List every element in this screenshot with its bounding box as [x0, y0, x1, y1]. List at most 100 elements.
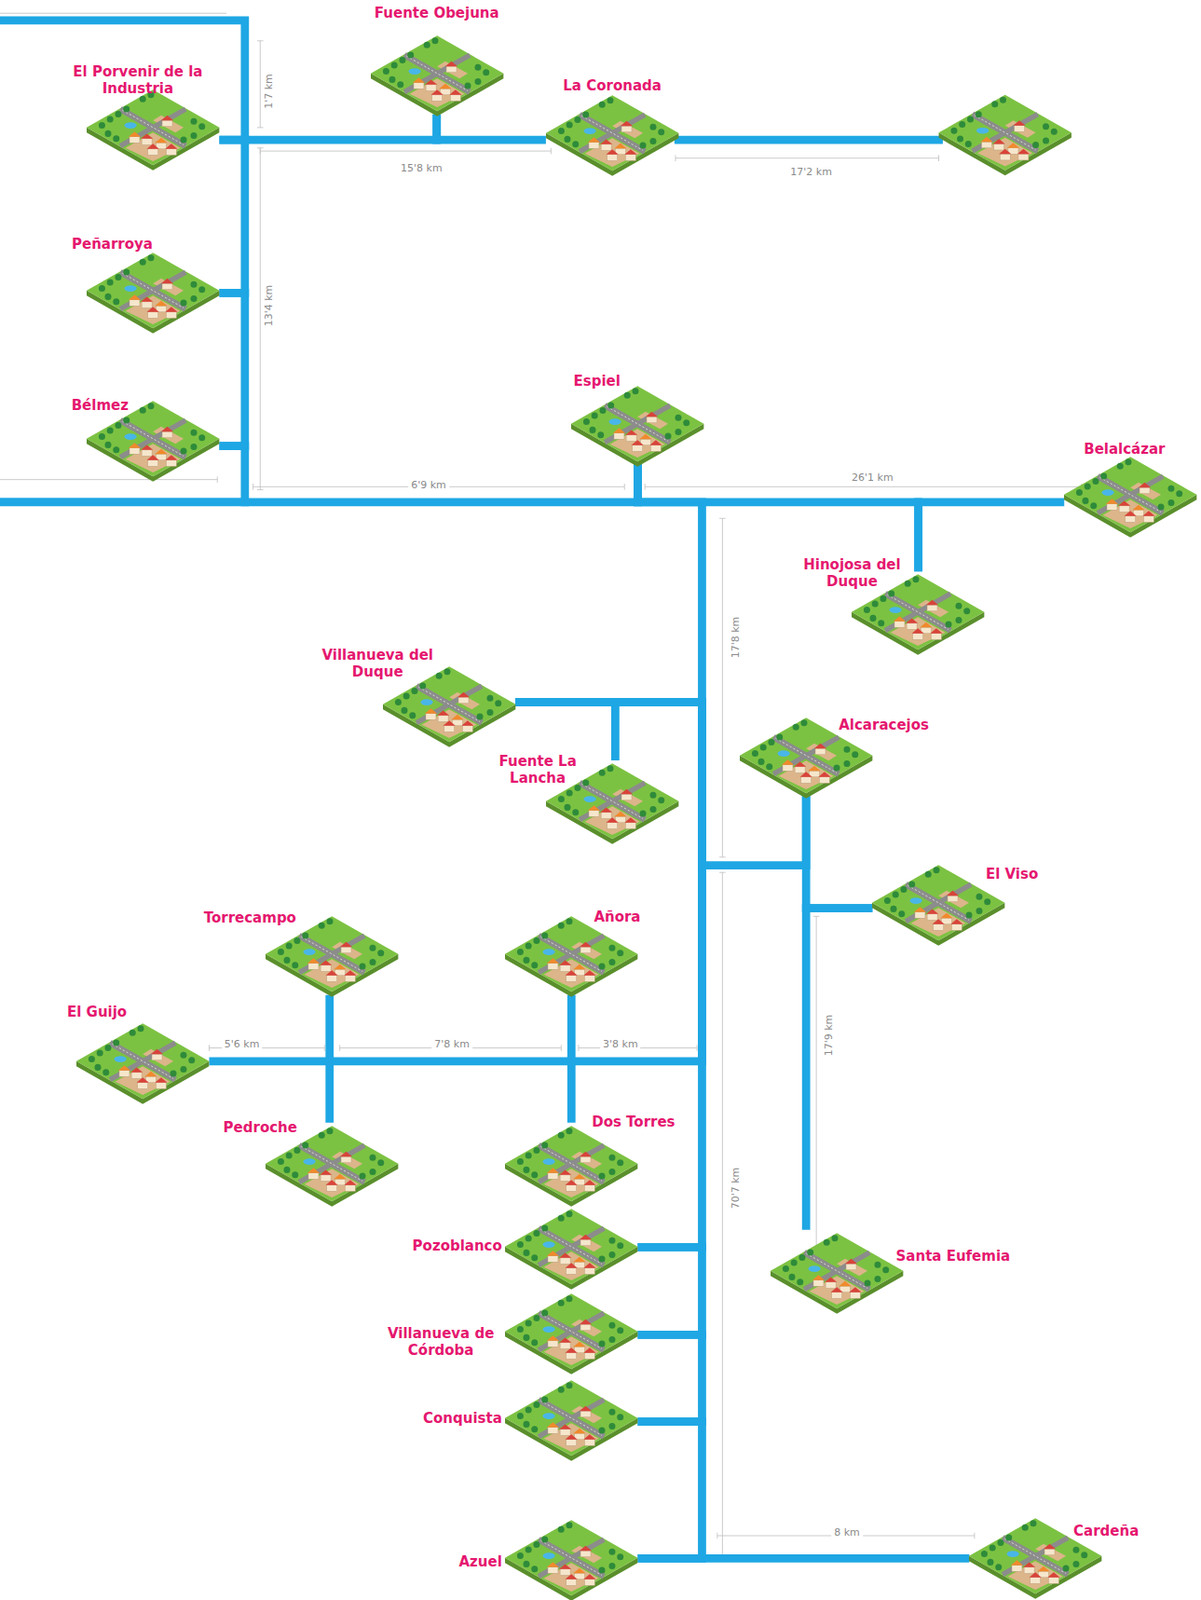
distance-label: 1'7 km	[262, 70, 275, 112]
icon-tree	[609, 1153, 616, 1161]
icon-road	[120, 109, 186, 146]
icon-house-roof	[461, 720, 474, 725]
town-icon	[504, 1290, 638, 1373]
icon-house-wall	[425, 84, 437, 92]
distance-label: 7'8 km	[431, 1037, 473, 1050]
icon-tree	[98, 122, 106, 129]
icon-tree	[609, 1563, 616, 1570]
icon-tree	[751, 750, 759, 757]
icon-tree	[191, 281, 198, 288]
icon-tree	[873, 1275, 881, 1283]
icon-house-wall	[815, 748, 826, 755]
icon-house-wall	[559, 1429, 571, 1436]
icon-tree	[122, 269, 130, 276]
icon-road-mark	[540, 936, 602, 971]
icon-house-wall	[621, 125, 632, 133]
icon-road-mark	[1005, 1538, 1067, 1573]
icon-tree	[1006, 1534, 1013, 1542]
icon-house-roof	[579, 1405, 592, 1411]
icon-ground	[504, 1520, 638, 1597]
icon-tree	[558, 1131, 565, 1138]
dimension-line	[813, 915, 820, 1250]
icon-house-wall	[320, 965, 331, 972]
icon-house-roof	[140, 133, 153, 138]
icon-house-wall	[585, 1439, 596, 1447]
icon-tree	[170, 1070, 178, 1078]
icon-tree	[591, 411, 599, 419]
icon-tree	[892, 891, 900, 899]
icon-pool	[543, 1553, 556, 1560]
icon-house-roof	[130, 1067, 143, 1073]
icon-house-wall	[931, 633, 942, 641]
icon-tree	[395, 698, 402, 706]
icon-tree	[1030, 1520, 1038, 1528]
town-icon-group	[545, 763, 679, 845]
town-icon	[370, 32, 504, 115]
icon-tree	[573, 784, 581, 792]
icon-house-wall	[982, 141, 993, 149]
icon-road	[538, 1145, 604, 1182]
icon-tree	[410, 687, 418, 695]
icon-house-roof	[449, 89, 462, 95]
icon-house-wall	[547, 963, 559, 970]
icon-house-wall	[566, 1439, 577, 1447]
icon-house-wall	[326, 975, 337, 983]
icon-house-roof	[818, 771, 831, 777]
icon-tree	[419, 682, 426, 689]
town-icon-group	[265, 915, 398, 997]
icon-tree	[443, 668, 451, 675]
icon-house-roof	[932, 919, 945, 925]
icon-tree	[517, 948, 524, 956]
icon-tree	[107, 427, 114, 435]
icon-tree	[624, 391, 631, 398]
icon-tree	[409, 711, 416, 719]
icon-road	[579, 114, 645, 151]
distance-label: 8 km	[831, 1526, 863, 1539]
icon-tree	[531, 1566, 538, 1573]
icon-tree	[112, 135, 120, 142]
town-icon	[86, 86, 219, 169]
icon-house-roof	[1138, 482, 1151, 488]
icon-road-mark	[887, 594, 950, 629]
icon-tree	[890, 905, 898, 913]
town-icon-group	[86, 253, 219, 335]
icon-pool	[420, 698, 433, 706]
icon-tree	[115, 110, 123, 118]
icon-tree	[377, 949, 384, 956]
icon-house-roof	[583, 1263, 596, 1269]
icon-tree	[649, 122, 656, 130]
icon-tree	[598, 431, 605, 438]
icon-house-roof	[645, 410, 658, 416]
icon-house-wall	[1011, 1565, 1023, 1572]
icon-house-wall	[1139, 487, 1150, 494]
icon-house-wall	[600, 143, 612, 151]
icon-tree	[396, 81, 404, 88]
icon-road-mark	[581, 115, 643, 151]
town: Villanueva de Córdoba	[504, 1290, 638, 1373]
icon-tree	[137, 1024, 145, 1032]
icon-house-roof	[424, 708, 437, 713]
icon-pool	[1102, 490, 1115, 497]
icon-tree	[517, 1325, 524, 1333]
icon-road	[109, 1042, 176, 1079]
icon-house-roof	[565, 1348, 578, 1353]
icon-tree	[1042, 122, 1050, 130]
water-pipe	[218, 114, 437, 140]
icon-tree	[582, 778, 589, 786]
icon-tree	[1125, 459, 1133, 466]
icon-house-roof	[640, 433, 653, 438]
icon-house-roof	[579, 1545, 592, 1551]
icon-tree	[531, 1171, 538, 1178]
icon-tree	[991, 100, 998, 108]
icon-house-wall	[320, 1174, 331, 1182]
town: Dos Torres	[504, 1122, 638, 1205]
icon-tree	[945, 621, 953, 628]
icon-tree	[388, 76, 396, 83]
icon-ground	[86, 253, 219, 329]
icon-tree	[558, 1386, 565, 1393]
icon-pool	[124, 286, 137, 293]
icon-house-roof	[1012, 120, 1025, 125]
icon-house-wall	[585, 1579, 596, 1586]
distance-label: 26'1 km	[848, 471, 897, 484]
icon-road	[538, 1228, 604, 1266]
